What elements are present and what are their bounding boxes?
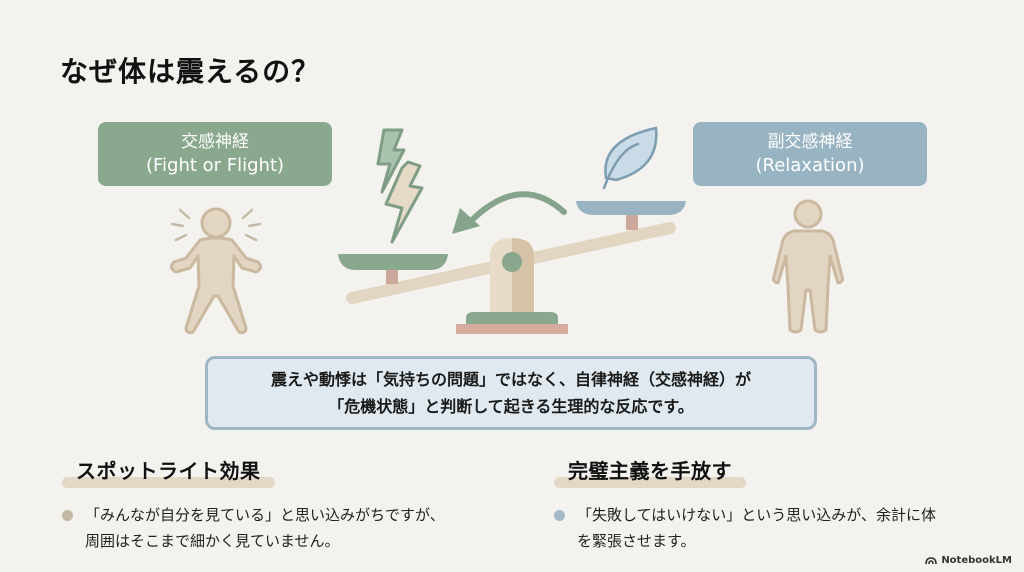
explanation-box: 震えや動悸は「気持ちの問題」ではなく、自律神経（交感神経）が 「危機状態」と判断… xyxy=(205,356,817,430)
sympathetic-label: 交感神経 (Fight or Flight) xyxy=(98,122,332,186)
page-title: なぜ体は震えるの？ xyxy=(60,55,321,88)
parasympathetic-label-jp: 副交感神経 xyxy=(767,132,853,152)
curved-arrow-left-icon xyxy=(452,191,567,234)
heading-highlight xyxy=(62,477,275,488)
section-heading-text: 完璧主義を手放す xyxy=(568,459,732,483)
explanation-line-2: 「危機状態」と判断して起きる生理的な反応です。 xyxy=(328,397,694,416)
sympathetic-label-jp: 交感神経 xyxy=(181,132,249,152)
heading-highlight xyxy=(554,477,746,488)
section-heading-text: スポットライト効果 xyxy=(76,459,261,483)
relaxed-person-icon xyxy=(772,199,844,334)
explanation-line-1: 震えや動悸は「気持ちの問題」ではなく、自律神経（交感神経）が xyxy=(270,370,751,389)
sympathetic-label-en: (Fight or Flight) xyxy=(145,155,285,176)
brand-watermark: NotebookLM xyxy=(925,555,1012,566)
section-heading: 完璧主義を手放す xyxy=(554,455,746,488)
parasympathetic-label: 副交感神経 (Relaxation) xyxy=(693,122,927,186)
lightning-icon xyxy=(376,128,424,244)
brand-name: NotebookLM xyxy=(941,555,1012,566)
leaf-icon xyxy=(602,126,658,190)
notebooklm-logo-icon xyxy=(925,557,938,565)
section-heading: スポットライト効果 xyxy=(62,455,275,488)
section-let-go-perfectionism: 完璧主義を手放す 「失敗してはいけない」という思い込みが、余計に体を緊張させます… xyxy=(554,455,937,554)
bullet-text: 「みんなが自分を見ている」と思い込みがちですが、周囲はそこまで細かく見ていません… xyxy=(85,506,445,550)
section-spotlight-effect: スポットライト効果 「みんなが自分を見ている」と思い込みがちですが、周囲はそこま… xyxy=(62,455,455,554)
list-item: 「失敗してはいけない」という思い込みが、余計に体を緊張させます。 xyxy=(554,502,937,554)
parasympathetic-label-en: (Relaxation) xyxy=(755,155,865,176)
bullet-dot-icon xyxy=(554,510,565,521)
tense-person-icon xyxy=(169,207,263,334)
bullet-dot-icon xyxy=(62,510,73,521)
bullet-text: 「失敗してはいけない」という思い込みが、余計に体を緊張させます。 xyxy=(577,506,936,550)
list-item: 「みんなが自分を見ている」と思い込みがちですが、周囲はそこまで細かく見ていません… xyxy=(62,502,455,554)
trembling-lines-icon xyxy=(170,208,262,242)
seesaw-balance xyxy=(338,201,686,334)
